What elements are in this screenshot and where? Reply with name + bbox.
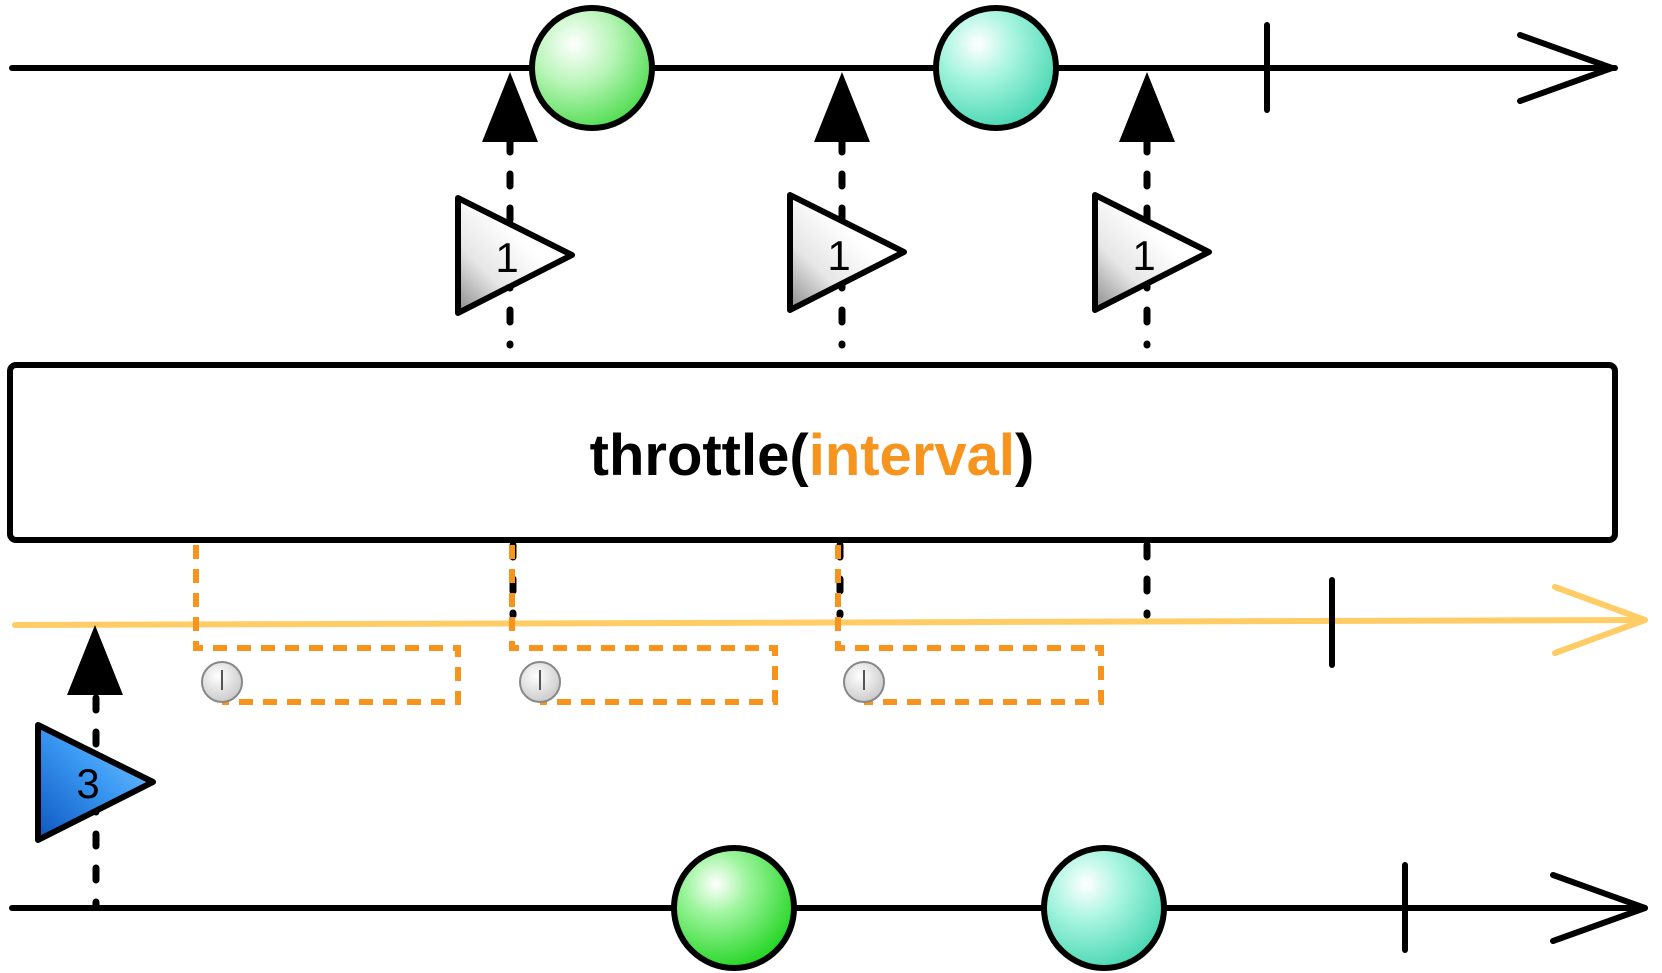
timer-window-outline [193, 545, 461, 705]
request-triangle-icon [35, 722, 156, 843]
request-marker: 1 [787, 192, 907, 313]
source-timeline [9, 845, 1648, 971]
request-arrow-icon [814, 72, 870, 142]
operator-label: throttle(interval) [590, 423, 1035, 488]
clock-icon [201, 661, 243, 703]
request-marker-label: 1 [495, 234, 518, 281]
timer-window-outline [835, 545, 1104, 705]
request-arrow-icon [67, 625, 123, 695]
operator-open-paren: ( [789, 423, 809, 488]
operator-box: throttle(interval) [7, 362, 1618, 543]
request-triangle-icon [455, 195, 575, 316]
output-marble-green [529, 5, 655, 131]
clock-icon [519, 661, 561, 703]
operator-close-paren: ) [1015, 423, 1034, 488]
timer-window [835, 545, 1104, 705]
timer-window [193, 545, 461, 705]
timer-timeline [12, 541, 1648, 705]
request-triangle-icon [787, 192, 907, 313]
initial-request-label: 3 [76, 760, 99, 807]
output-marble-aqua [933, 5, 1059, 131]
request-marker: 1 [455, 195, 575, 316]
request-arrow-icon [1119, 72, 1175, 142]
source-timeline-arrowhead [1550, 872, 1648, 944]
operator-name: throttle [590, 423, 790, 488]
operator-argument: interval [809, 423, 1015, 488]
request-marker: 1 [1092, 192, 1212, 313]
timer-timeline-line [12, 617, 1648, 628]
timer-window [509, 545, 778, 705]
operator-box-frame [7, 362, 1618, 543]
request-markers: 1 1 1 [455, 192, 1212, 316]
timer-timeline-arrowhead [1552, 584, 1648, 656]
request-arrow-icon [482, 72, 538, 142]
output-timeline [9, 5, 1618, 131]
timer-window-outline [509, 545, 778, 705]
request-triangle-icon [1092, 192, 1212, 313]
request-marker-label: 1 [1132, 232, 1155, 279]
request-marker-label: 1 [827, 232, 850, 279]
source-marble-aqua [1041, 845, 1167, 971]
clock-icon [843, 661, 885, 703]
output-timeline-arrowhead [1517, 32, 1615, 104]
source-marble-green [671, 845, 797, 971]
initial-request: 3 [35, 625, 156, 909]
